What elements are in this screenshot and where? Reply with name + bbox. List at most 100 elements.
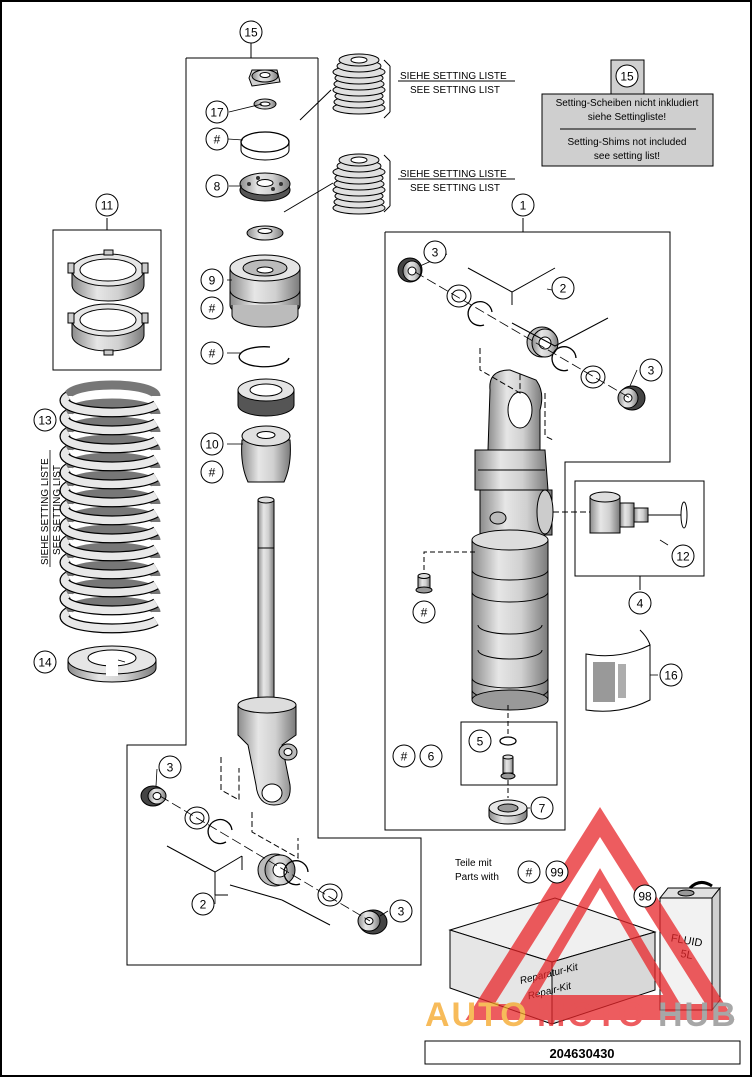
callout-hash: # xyxy=(200,341,224,365)
callout-hash: # xyxy=(200,296,224,320)
callout-7: 7 xyxy=(530,796,554,820)
shim-hole xyxy=(350,56,368,64)
spring-coil xyxy=(60,500,158,525)
group-15-outline xyxy=(126,62,422,966)
spring-coil xyxy=(60,446,158,471)
callout-label: # xyxy=(209,302,216,316)
lower-bearing-set xyxy=(140,757,388,935)
callout-label: 1 xyxy=(520,199,527,213)
callout-4: 4 xyxy=(628,591,652,615)
callout-11: 11 xyxy=(95,193,119,217)
callout-99: 99 xyxy=(545,860,569,884)
watermark-hub: HUB xyxy=(658,996,738,1034)
callout-label: # xyxy=(209,347,216,361)
parts-with-line2: Parts with xyxy=(455,872,499,883)
watermark-moto: MOTO xyxy=(537,996,646,1034)
upper-bearing-set xyxy=(397,257,646,441)
spring-coil xyxy=(60,536,158,561)
callout-label: 8 xyxy=(214,180,221,194)
setting-note: Setting-Scheiben nicht inkludiert siehe … xyxy=(541,59,714,167)
spring-coil xyxy=(60,554,158,579)
callout-label: 5 xyxy=(477,735,484,749)
callout-label: 98 xyxy=(638,890,652,904)
callout-16: 16 xyxy=(659,663,683,687)
callout-hash: # xyxy=(412,600,436,624)
spring xyxy=(59,380,161,634)
callout-label: 15 xyxy=(620,70,634,84)
note-en-line2: see setting list! xyxy=(594,151,660,162)
shim-stack-upper: SIEHE SETTING LISTE SEE SETTING LIST xyxy=(299,53,515,121)
parts-with-line1: Teile mit xyxy=(455,858,492,869)
note-de-line2: siehe Settingliste! xyxy=(588,112,666,123)
callout-13: 13 xyxy=(33,408,57,432)
callout-label: 3 xyxy=(432,246,439,260)
watermark-logo: AUTO MOTO HUB xyxy=(425,807,738,1034)
valve-group-5 xyxy=(499,705,517,798)
callout-15note: 15 xyxy=(615,64,639,88)
bleed-screw xyxy=(415,551,476,594)
group-5-box xyxy=(460,721,558,786)
callout-label: 3 xyxy=(167,761,174,775)
spring-coil-back xyxy=(63,380,161,398)
spring-label-en: SEE SETTING LIST xyxy=(52,465,63,555)
callout-98: 98 xyxy=(633,884,657,908)
shim-stack-lower: SIEHE SETTING LISTE SEE SETTING LIST xyxy=(283,153,515,215)
watermark-auto: AUTO xyxy=(425,996,529,1034)
shim-label-en-lower: SEE SETTING LIST xyxy=(410,183,500,194)
callout-label: 10 xyxy=(205,438,219,452)
spring-coil xyxy=(60,590,158,615)
compression-adjuster xyxy=(553,491,688,534)
callout-label: # xyxy=(214,133,221,147)
callout-label: # xyxy=(401,750,408,764)
callout-label: 3 xyxy=(398,905,405,919)
callout-3d: 3 xyxy=(389,899,413,923)
callout-14: 14 xyxy=(33,650,57,674)
callout-hash: # xyxy=(205,127,229,151)
callout-3b: 3 xyxy=(639,358,663,382)
callout-1: 1 xyxy=(511,193,535,217)
callout-label: 7 xyxy=(539,802,546,816)
callout-label: 3 xyxy=(648,364,655,378)
shim-label-en-upper: SEE SETTING LIST xyxy=(410,85,500,96)
callout-15: 15 xyxy=(239,20,263,44)
spring-coil xyxy=(60,428,158,453)
spring-coil xyxy=(60,518,158,543)
callout-label: 4 xyxy=(637,597,644,611)
callout-5: 5 xyxy=(468,729,492,753)
callout-label: 6 xyxy=(428,750,435,764)
callout-label: 16 xyxy=(664,669,678,683)
diagram-number-box xyxy=(424,1040,741,1065)
spring-coil xyxy=(60,482,158,507)
callout-9: 9 xyxy=(200,268,224,292)
callout-label: 2 xyxy=(200,898,207,912)
ring-nuts xyxy=(67,249,149,356)
piston-rod-assembly xyxy=(229,69,301,806)
callout-6: 6 xyxy=(419,744,443,768)
callout-label: 12 xyxy=(676,550,690,564)
callout-hash: # xyxy=(200,460,224,484)
seal-cap xyxy=(488,799,528,825)
callout-hash: # xyxy=(517,860,541,884)
callout-label: # xyxy=(421,606,428,620)
callout-label: 15 xyxy=(244,26,258,40)
spring-retainer xyxy=(67,645,157,683)
callout-label: 17 xyxy=(210,106,224,120)
callout-3a: 3 xyxy=(423,240,447,264)
note-de-line1: Setting-Scheiben nicht inkludiert xyxy=(556,98,699,109)
callout-hash: # xyxy=(392,744,416,768)
callout-label: # xyxy=(526,866,533,880)
spring-coil xyxy=(60,608,158,633)
shock-body xyxy=(471,369,554,711)
callout-label: # xyxy=(209,466,216,480)
spring-coil xyxy=(60,464,158,489)
callout-3c: 3 xyxy=(158,755,182,779)
group-1-outline xyxy=(384,231,671,831)
spring-coil xyxy=(60,392,158,417)
sticker xyxy=(585,629,651,712)
callout-label: 13 xyxy=(38,414,52,428)
callout-label: 14 xyxy=(38,656,52,670)
callout-label: 2 xyxy=(560,282,567,296)
callout-label: 9 xyxy=(209,274,216,288)
